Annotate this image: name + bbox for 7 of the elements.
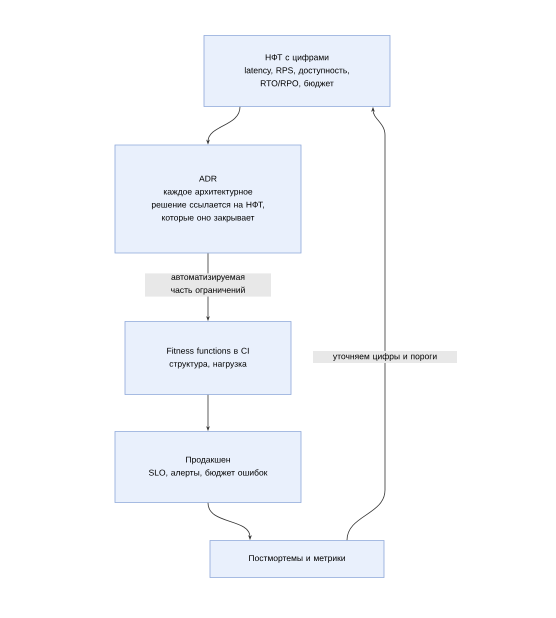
process-box: Постмортемы и метрики [210,540,384,578]
edge-label: уточняем цифры и пороги [313,351,457,363]
process-box: ADR каждое архитектурное решение ссылается на НФТ, которые оно закрывает [114,144,302,254]
process-box: Продакшен SLO, алерты, бюджет ошибок [114,431,302,503]
process-box: НФТ с цифрами latency, RPS, доступность, RTO/RPO, бюджет [204,35,390,107]
process-box: Fitness functions в CI структура, нагрузка [124,321,292,395]
edge-label: автоматизируемая часть ограничений [145,273,271,297]
